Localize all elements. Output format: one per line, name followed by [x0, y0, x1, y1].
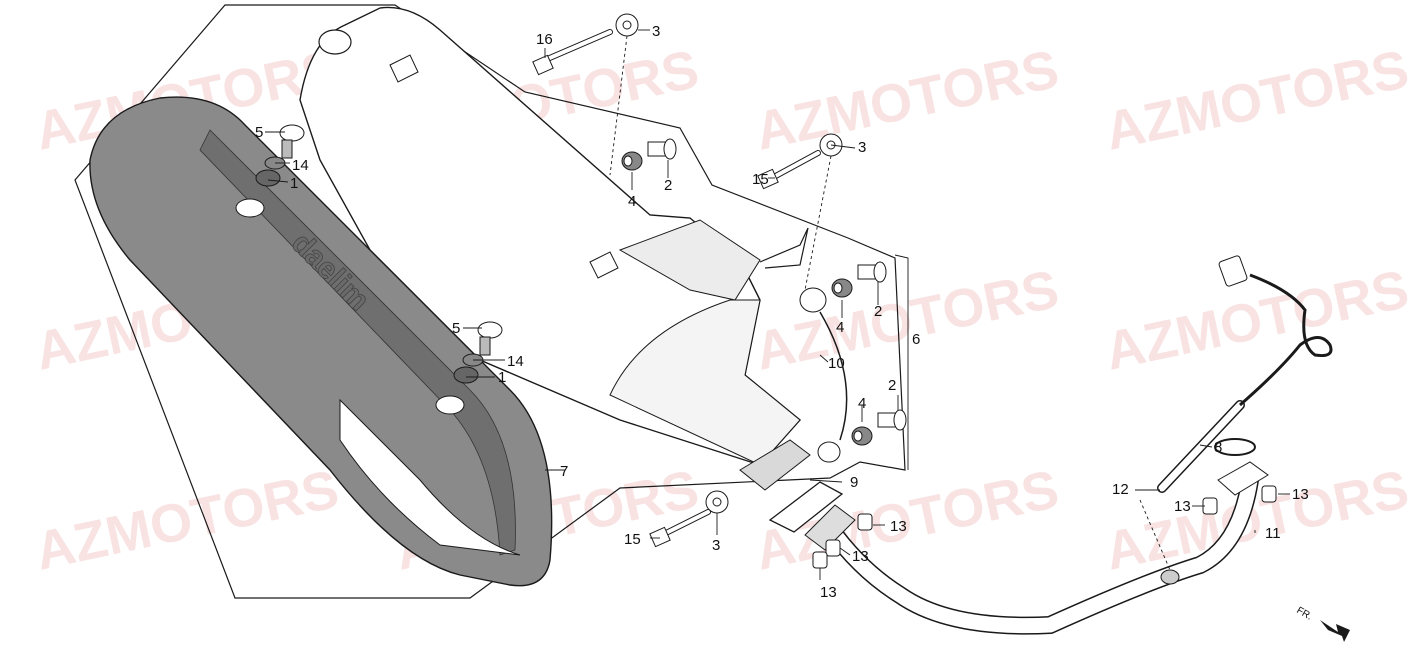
mount-tab [589, 251, 619, 279]
callout-3: 3 [652, 23, 660, 40]
front-direction-indicator: FR. [1295, 605, 1350, 642]
sensor-connector [1218, 255, 1248, 287]
alignment-lines [609, 35, 1171, 571]
nut-13 [1261, 485, 1277, 503]
watermark: AZMOTORS [750, 39, 1064, 162]
shield-bolt-bottom [453, 321, 503, 384]
callout-13: 13 [1174, 498, 1191, 515]
callout-13: 13 [820, 584, 837, 601]
callout-7: 7 [560, 463, 568, 480]
callout-14: 14 [292, 157, 309, 174]
hanger-10 [799, 287, 848, 463]
callout-4: 4 [628, 193, 636, 210]
callout-10: 10 [828, 355, 845, 372]
exhaust-pipe-11 [804, 461, 1269, 635]
nut-13 [812, 551, 828, 569]
washer-3-top [615, 13, 639, 37]
rubber-4-mid [831, 278, 853, 298]
watermark: AZMOTORS [750, 259, 1064, 382]
collar-2-top [647, 138, 677, 160]
callout-15: 15 [752, 171, 769, 188]
callout-16: 16 [536, 31, 553, 48]
o2-sensor-12 [1157, 255, 1333, 493]
gasket-9 [768, 481, 844, 533]
oring-8 [1214, 438, 1256, 456]
assembly-outline [74, 4, 906, 599]
watermark: AZMOTORS [1100, 39, 1414, 162]
callout-11: 11 [1265, 525, 1281, 542]
shield-bolt-top [255, 124, 305, 187]
callout-13: 13 [890, 518, 907, 535]
callout-4: 4 [836, 319, 844, 336]
collar-2-bot [877, 409, 907, 431]
collar-2-mid [857, 261, 887, 283]
watermark: AZMOTORS [30, 459, 344, 582]
callout-14: 14 [507, 353, 524, 370]
callout-2: 2 [888, 377, 896, 394]
leader-lines [265, 29, 1290, 580]
callout-3: 3 [712, 537, 720, 554]
heat-shield: daelim [89, 96, 553, 587]
shield-hole [435, 395, 465, 415]
callout-15: 15 [624, 531, 641, 548]
rubber-4-top [621, 151, 643, 171]
nut-13 [857, 513, 873, 531]
bolt-16 [532, 29, 613, 76]
shield-hole [235, 198, 265, 218]
washer-3-bot [705, 490, 729, 514]
callout-8: 8 [1214, 439, 1222, 456]
nut-13 [1202, 497, 1218, 515]
callout-6: 6 [912, 331, 920, 348]
callout-3: 3 [858, 139, 866, 156]
callout-5: 5 [255, 124, 263, 141]
callout-4: 4 [858, 395, 866, 412]
callout-13: 13 [852, 548, 869, 565]
mount-tab [389, 54, 419, 83]
callout-2: 2 [874, 303, 882, 320]
nut-13 [825, 539, 841, 557]
bolt-15-top [757, 150, 821, 190]
sensor-boss [1160, 569, 1180, 585]
callout-1: 1 [290, 175, 298, 192]
front-label: FR. [1295, 605, 1314, 623]
muffler-end-cap [318, 29, 352, 55]
callout-2: 2 [664, 177, 672, 194]
callout-5: 5 [452, 320, 460, 337]
bolt-15-bottom [649, 509, 711, 548]
callout-9: 9 [850, 474, 858, 491]
arrow-icon [1320, 620, 1350, 642]
callout-12: 12 [1112, 481, 1129, 498]
callout-13: 13 [1292, 486, 1309, 503]
rubber-4-bot [851, 426, 873, 446]
callouts: 16 3 3 3 4 2 15 4 2 6 10 2 4 5 14 1 5 14… [255, 23, 1309, 601]
muffler [299, 6, 811, 491]
callout-1: 1 [498, 369, 506, 386]
